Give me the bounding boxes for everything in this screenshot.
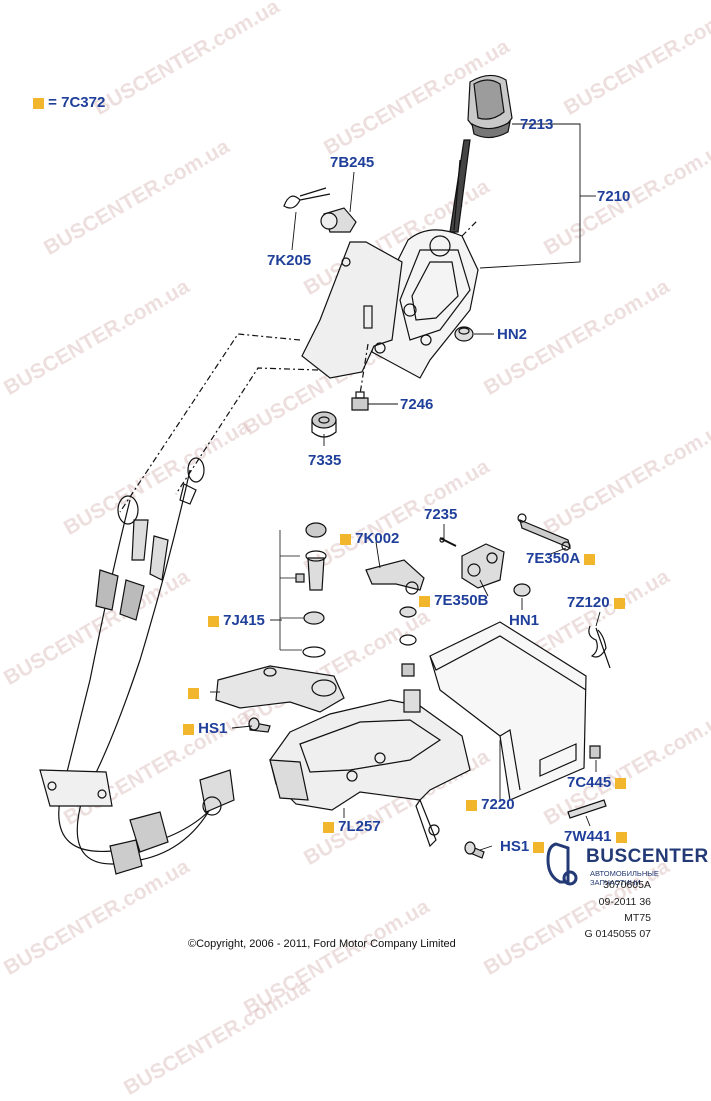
- nut-hn2-part: [454, 326, 474, 342]
- main-bracket-7l257-part: [269, 689, 471, 848]
- marker-7e350b-icon: [419, 595, 430, 607]
- label-7e350b: 7E350B: [419, 592, 488, 610]
- image-code: G 0145055 07: [584, 928, 651, 940]
- label-7w441: 7W441: [564, 828, 627, 846]
- label-hs1-right-text: HS1: [500, 838, 530, 855]
- link-7e350a-part: [517, 513, 571, 551]
- date-code: 09-2011 36: [598, 896, 651, 908]
- cap-7c445-part: [589, 745, 601, 759]
- marker-7k002-icon: [340, 533, 351, 545]
- pin-7235-part: [439, 537, 457, 547]
- gear-shift-assembly-diagram: [39, 74, 611, 875]
- label-7k205: 7K205: [267, 252, 312, 269]
- spring-clip-7z120-part: [588, 625, 611, 669]
- logo-name: BUSCENTER: [586, 846, 709, 867]
- leader-lines: [210, 123, 601, 851]
- label-7210: 7210: [597, 188, 631, 205]
- assembly-guide-lines: [119, 219, 479, 513]
- copyright-text: ©Copyright, 2006 - 2011, Ford Motor Comp…: [188, 938, 456, 950]
- ref-code: 3070605A: [603, 879, 651, 891]
- label-hs1-right: HS1: [500, 838, 545, 856]
- marker-hs1-left-icon: [183, 723, 194, 735]
- marker-lever-icon: [188, 687, 199, 699]
- selector-lever-part: [215, 665, 345, 713]
- bushing-7335-part: [311, 411, 337, 438]
- label-7235: 7235: [424, 506, 458, 523]
- bus-logo-icon: [546, 842, 578, 886]
- arm-7k002-part: [365, 559, 425, 595]
- block-7e350b-part: [461, 543, 505, 589]
- marker-7c445-icon: [615, 777, 627, 789]
- label-7b245: 7B245: [330, 154, 375, 171]
- label-7w441-text: 7W441: [564, 828, 612, 845]
- marker-7j415-icon: [208, 615, 219, 627]
- shift-lever-rod-part: [449, 139, 471, 233]
- pin-7w441-part: [567, 799, 607, 819]
- label-7k002-text: 7K002: [355, 530, 400, 547]
- marker-lever: [188, 684, 199, 702]
- legend: = 7C372: [33, 94, 105, 111]
- label-7213: 7213: [520, 116, 554, 133]
- clip-7b245-part: [320, 207, 357, 233]
- label-7e350a-text: 7E350A: [526, 550, 580, 567]
- nut-hn1-part: [513, 583, 531, 597]
- legend-text: = 7C372: [48, 94, 106, 111]
- label-7246: 7246: [400, 396, 434, 413]
- model-code: MT75: [624, 912, 651, 924]
- label-7e350a: 7E350A: [526, 550, 595, 568]
- spring-7k205-part: [283, 187, 331, 209]
- marker-hs1-right-icon: [533, 841, 545, 853]
- shift-cables-part: [39, 457, 235, 875]
- pin-stack-7j415-part: [279, 522, 327, 658]
- label-7l257-text: 7L257: [338, 818, 381, 835]
- marker-7w441-icon: [615, 831, 627, 843]
- label-7j415-text: 7J415: [223, 612, 265, 629]
- label-hs1-left-text: HS1: [198, 720, 228, 737]
- bolts-hs1-part: [248, 717, 485, 859]
- marker-7z120-icon: [613, 597, 625, 609]
- label-7l257: 7L257: [323, 818, 381, 836]
- marker-7l257-icon: [323, 821, 334, 833]
- gear-knob-part: [467, 74, 513, 139]
- label-7e350b-text: 7E350B: [434, 592, 489, 609]
- washers-part: [399, 606, 417, 677]
- label-7j415: 7J415: [208, 612, 265, 630]
- legend-marker-icon: [33, 97, 44, 109]
- marker-7220-icon: [466, 799, 477, 811]
- label-7z120: 7Z120: [567, 594, 625, 612]
- label-7c445-text: 7C445: [567, 774, 612, 791]
- bolt-7246-part: [351, 391, 369, 411]
- label-7335: 7335: [308, 452, 342, 469]
- label-7z120-text: 7Z120: [567, 594, 610, 611]
- label-7c445: 7C445: [567, 774, 627, 792]
- logo-tagline: АВТОМОБИЛЬНЫЕ ЗАПЧАСТИНИ: [590, 869, 659, 887]
- label-hn2: HN2: [497, 326, 528, 343]
- label-7220: 7220: [466, 796, 515, 814]
- label-7220-text: 7220: [481, 796, 515, 813]
- label-7k002: 7K002: [340, 530, 399, 548]
- label-hs1-left: HS1: [183, 720, 227, 738]
- marker-7e350a-icon: [583, 553, 595, 565]
- label-hn1: HN1: [509, 612, 540, 629]
- mounting-bracket-part: [301, 241, 403, 379]
- cover-7220-part: [429, 621, 587, 801]
